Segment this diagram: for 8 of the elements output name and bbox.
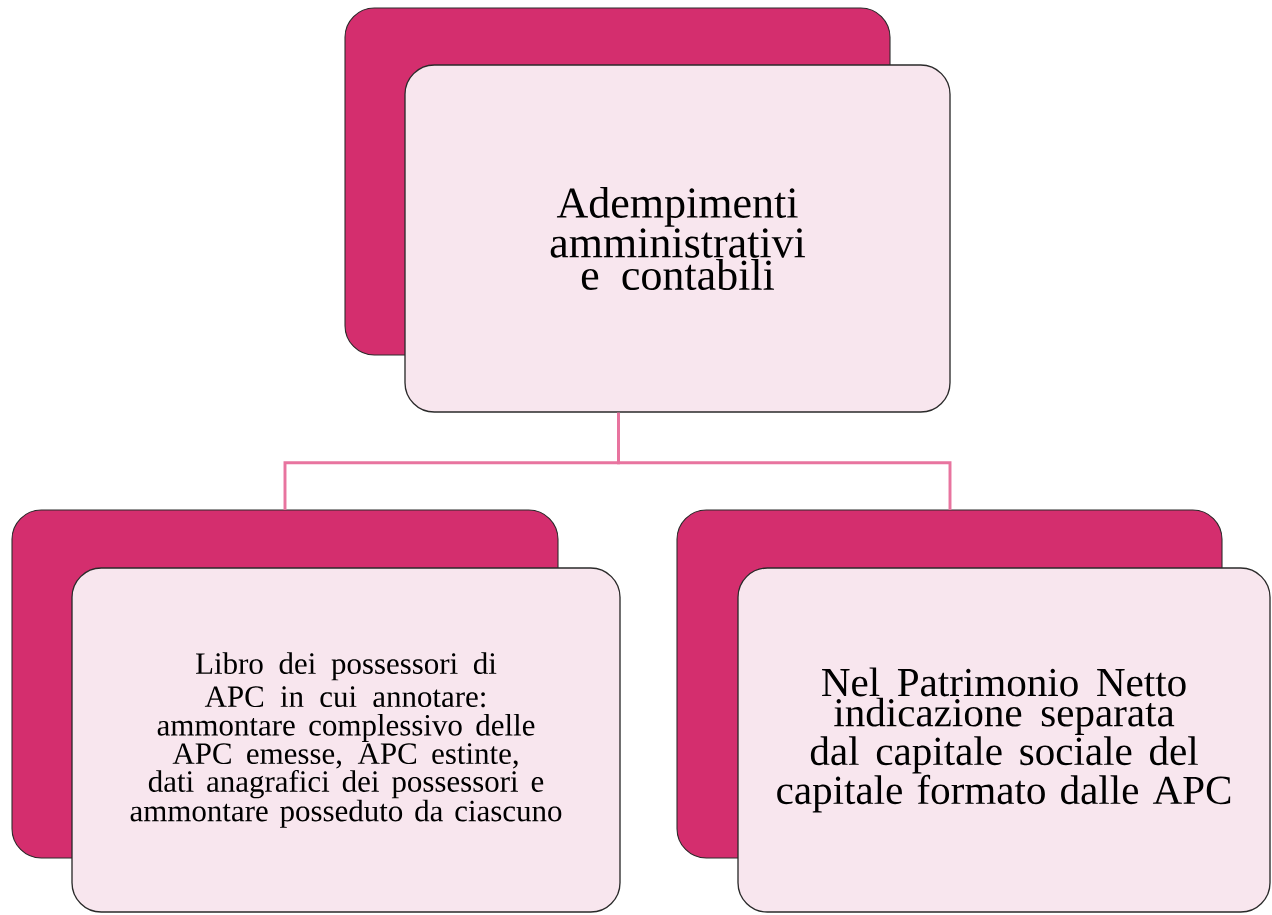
connector-line [617,412,952,510]
stacked-box [344,7,951,413]
stacked-box [676,509,1271,913]
box-text: Adempimenti amministrativi e contabili [550,186,805,291]
box-text: Nel Patrimonio Netto indicazione separata dal capitale sociale del capitale formato dalle APC [777,667,1231,813]
box-text: ammontare complessivo delle APC emesse, APC estinte, dati anagrafici dei possessori e ammontare posseduto da ciascuno [130,713,562,828]
stacked-box [11,509,621,913]
box-text: Libro dei possessori di APC in cui annotare: [196,652,497,708]
